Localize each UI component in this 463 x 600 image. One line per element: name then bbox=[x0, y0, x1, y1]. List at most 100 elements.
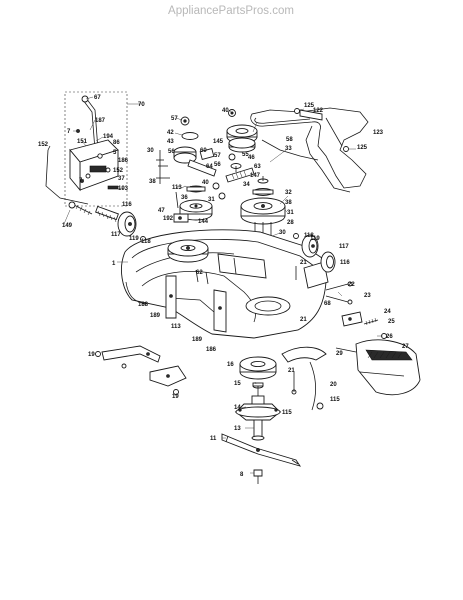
callout-113: 113 bbox=[172, 185, 182, 191]
callout-56-b: 56 bbox=[214, 162, 221, 168]
callout-63: 63 bbox=[254, 164, 261, 170]
callout-55: 55 bbox=[242, 152, 249, 158]
mower-deck-housing bbox=[121, 229, 329, 339]
belt-keeper bbox=[294, 108, 349, 152]
callout-57-b: 57 bbox=[214, 153, 221, 159]
callout-19: 19 bbox=[88, 352, 95, 358]
callout-29: 29 bbox=[336, 351, 343, 357]
callout-60: 60 bbox=[200, 148, 207, 154]
callout-118-b: 118 bbox=[304, 233, 314, 239]
callout-7-b: 7 bbox=[79, 178, 83, 184]
callout-43: 43 bbox=[167, 139, 174, 145]
callout-115: 115 bbox=[282, 410, 292, 416]
callout-64: 64 bbox=[206, 164, 213, 170]
callout-31: 31 bbox=[208, 197, 215, 203]
callout-186-b: 186 bbox=[206, 347, 217, 353]
callout-151: 151 bbox=[77, 139, 88, 145]
callout-123: 123 bbox=[373, 130, 384, 136]
callout-188: 188 bbox=[138, 302, 149, 308]
callout-14: 14 bbox=[234, 405, 241, 411]
callout-115-b: 115 bbox=[330, 397, 340, 403]
callout-58: 58 bbox=[286, 137, 293, 143]
callout-68: 68 bbox=[324, 301, 331, 307]
callout-40-b: 40 bbox=[202, 180, 209, 186]
callout-42: 42 bbox=[167, 130, 174, 136]
callout-26: 26 bbox=[386, 334, 393, 340]
callout-25: 25 bbox=[388, 319, 395, 325]
callout-19-b: 19 bbox=[172, 394, 179, 400]
callout-23: 23 bbox=[364, 293, 371, 299]
callout-187: 187 bbox=[95, 118, 106, 124]
lift-rod bbox=[45, 145, 89, 205]
callout-8: 8 bbox=[240, 472, 244, 478]
callout-30: 30 bbox=[147, 148, 154, 154]
spindle-hardware bbox=[212, 153, 255, 200]
callout-117: 117 bbox=[111, 232, 121, 238]
callout-21: 21 bbox=[300, 260, 307, 266]
callout-186: 186 bbox=[118, 158, 129, 164]
gauge-wheel-right bbox=[293, 233, 336, 280]
callout-70: 70 bbox=[138, 102, 145, 108]
callout-1: 1 bbox=[112, 261, 116, 267]
callout-20: 20 bbox=[330, 382, 337, 388]
callout-116-b: 116 bbox=[340, 260, 350, 266]
callout-27: 27 bbox=[402, 344, 409, 350]
callout-47: 47 bbox=[158, 208, 165, 214]
adjuster-spring bbox=[68, 201, 119, 223]
callout-189: 189 bbox=[150, 313, 161, 319]
idler-bracket-group bbox=[156, 116, 217, 209]
callout-119-b: 119 bbox=[310, 236, 320, 242]
callout-86: 86 bbox=[113, 140, 120, 146]
callout-113-b: 113 bbox=[171, 324, 181, 330]
callout-193: 193 bbox=[118, 186, 129, 192]
callout-122: 122 bbox=[313, 108, 324, 114]
callout-189-b: 189 bbox=[192, 337, 203, 343]
callout-192: 192 bbox=[163, 216, 174, 222]
callout-144: 144 bbox=[198, 219, 209, 225]
deflector-rod bbox=[281, 346, 327, 411]
discharge-bracket bbox=[325, 281, 387, 339]
idler-pulley-left bbox=[173, 185, 213, 223]
callout-125-b: 125 bbox=[357, 145, 368, 151]
callout-57: 57 bbox=[171, 116, 178, 122]
callout-34: 34 bbox=[243, 182, 250, 188]
callout-56: 56 bbox=[168, 149, 175, 155]
callout-11: 11 bbox=[210, 436, 217, 442]
callout-32: 32 bbox=[285, 190, 292, 196]
lift-lever-assembly bbox=[64, 91, 142, 207]
deck-belt bbox=[250, 107, 369, 193]
callout-152: 152 bbox=[38, 142, 49, 148]
callout-67: 67 bbox=[94, 95, 101, 101]
discharge-deflector bbox=[335, 339, 421, 396]
callout-13: 13 bbox=[234, 426, 241, 432]
hanger-brackets bbox=[95, 345, 187, 395]
callout-40: 40 bbox=[222, 108, 229, 114]
callout-147: 147 bbox=[250, 173, 261, 179]
callout-33: 33 bbox=[285, 146, 292, 152]
callout-36: 36 bbox=[181, 195, 188, 201]
callout-119: 119 bbox=[129, 236, 139, 242]
callout-5: 5 bbox=[113, 150, 117, 156]
gauge-wheel-left bbox=[117, 211, 146, 242]
callout-117-b: 117 bbox=[339, 244, 349, 250]
callout-62: 62 bbox=[196, 270, 203, 276]
spindle-blade-stack bbox=[221, 356, 302, 484]
callout-30-b: 30 bbox=[279, 230, 286, 236]
callout-21-b: 21 bbox=[300, 317, 307, 323]
leader-lines bbox=[63, 96, 383, 474]
callout-31-b: 31 bbox=[287, 210, 294, 216]
callout-125: 125 bbox=[304, 103, 315, 109]
callout-7: 7 bbox=[67, 129, 71, 135]
callout-37: 37 bbox=[118, 176, 125, 182]
callout-15: 15 bbox=[234, 381, 241, 387]
callout-labels: 70 67 187 7 151 194 86 5 186 152 152 37 … bbox=[38, 95, 409, 478]
watermark: AppliancePartsPros.com bbox=[168, 5, 294, 17]
callout-152-b: 152 bbox=[113, 168, 124, 174]
callout-46: 46 bbox=[248, 155, 255, 161]
drive-pulley-top bbox=[226, 109, 258, 153]
callout-38-b: 38 bbox=[285, 200, 292, 206]
callout-38: 38 bbox=[149, 179, 156, 185]
callout-16: 16 bbox=[227, 362, 234, 368]
callout-116: 116 bbox=[122, 202, 132, 208]
